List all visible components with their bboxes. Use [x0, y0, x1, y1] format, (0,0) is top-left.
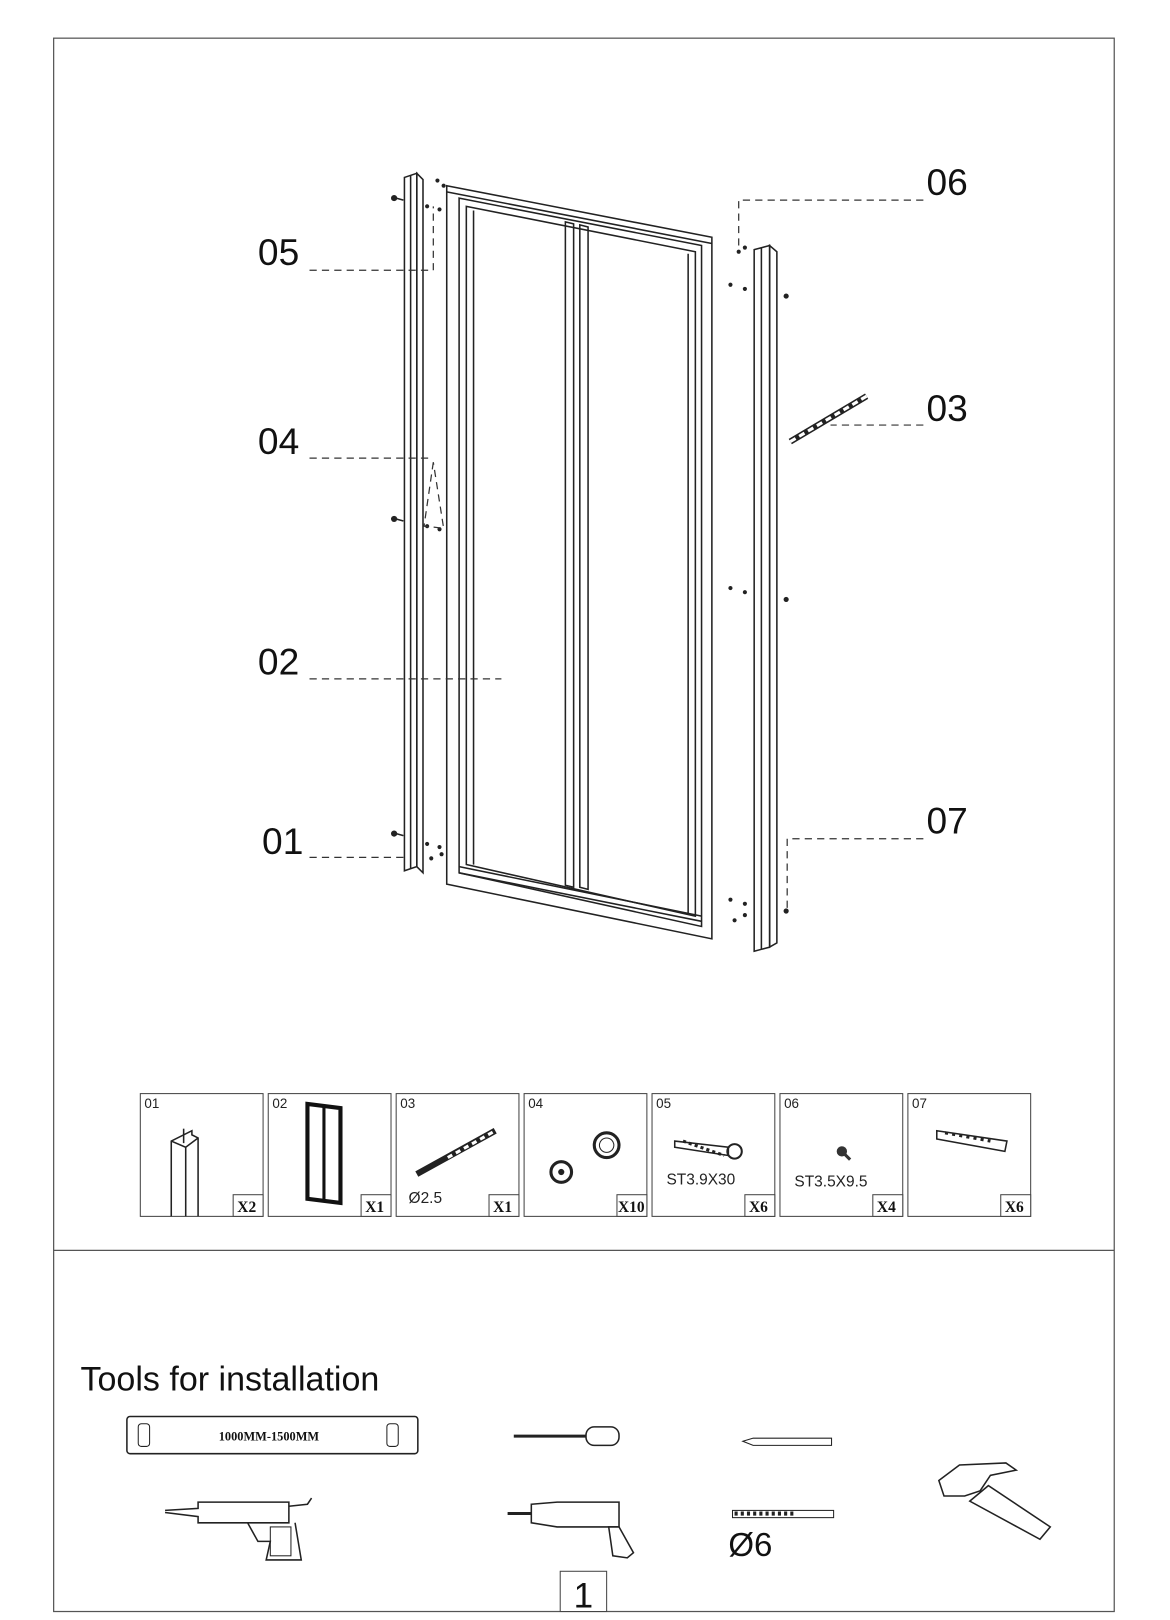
tools-title: Tools for installation: [80, 1361, 379, 1399]
small-screw-icon: [836, 1146, 852, 1161]
leader-07: [786, 838, 924, 908]
part-spec: Ø2.5: [409, 1190, 443, 1207]
part-cell: 02 X1: [267, 1093, 392, 1217]
left-wall-profile: [403, 171, 424, 875]
leader-06: [738, 199, 924, 246]
screw-icon: [673, 1139, 743, 1160]
part-quantity: X1: [493, 1199, 512, 1216]
part-number: 05: [656, 1096, 671, 1111]
callout-04: 04: [258, 420, 299, 462]
part-cell: 04 X10: [523, 1093, 648, 1217]
wall-profile-icon: [170, 1128, 199, 1217]
part-number: 02: [272, 1096, 287, 1111]
part-number: 04: [528, 1096, 543, 1111]
parts-list: 01 X2 02 X1 03 Ø2.5 X1 04 X10: [139, 1093, 1032, 1217]
part-quantity: X2: [237, 1199, 256, 1216]
part-cell: 05 ST3.9X30 X6: [651, 1093, 776, 1217]
door-panel: [445, 184, 713, 940]
part-number: 01: [144, 1096, 159, 1111]
cap-outline: [423, 462, 445, 529]
part-cell: 03 Ø2.5 X1: [395, 1093, 520, 1217]
power-drill-icon: [507, 1501, 635, 1559]
part-quantity: X4: [877, 1199, 896, 1216]
drill-bit-size: Ø6: [728, 1526, 772, 1563]
door-panel-icon: [305, 1101, 343, 1206]
part-cell: 07 X6: [907, 1093, 1032, 1217]
callout-01: 01: [262, 820, 303, 862]
leader-05: [309, 206, 434, 271]
callout-06: 06: [926, 161, 967, 203]
part-quantity: X6: [749, 1199, 768, 1216]
right-wall-profile: [753, 243, 778, 953]
cap-icon: [549, 1131, 621, 1184]
callout-07: 07: [926, 800, 967, 842]
callout-02: 02: [258, 641, 299, 683]
page-number-box: [559, 1570, 608, 1613]
screwdriver-icon: [513, 1426, 620, 1447]
part-spec: ST3.5X9.5: [794, 1173, 867, 1190]
part-quantity: X10: [618, 1199, 645, 1216]
caulking-gun-icon: [164, 1497, 313, 1561]
part-cell: 01 X2: [139, 1093, 264, 1217]
pencil-icon: [741, 1437, 833, 1446]
spirit-level-icon: 1000MM-1500MM: [126, 1415, 419, 1455]
callout-03: 03: [926, 387, 967, 429]
part-number: 06: [784, 1096, 799, 1111]
fasteners: [391, 178, 789, 923]
part-quantity: X6: [1005, 1199, 1024, 1216]
drill-bit-icon: [788, 393, 869, 445]
part-quantity: X1: [365, 1199, 384, 1216]
shower-door-exploded-view: [391, 171, 869, 953]
part-number: 03: [400, 1096, 415, 1111]
drill-bit-icon: [415, 1128, 497, 1177]
masonry-drill-bit-icon: [731, 1509, 835, 1519]
page-number: 1: [574, 1576, 594, 1615]
part-number: 07: [912, 1096, 927, 1111]
part-cell: 06 ST3.5X9.5 X4: [779, 1093, 904, 1217]
hammer-icon: [937, 1462, 1052, 1541]
part-spec: ST3.9X30: [666, 1171, 735, 1188]
callout-05: 05: [258, 231, 299, 273]
wall-plug-icon: [936, 1129, 1008, 1153]
level-size-label: 1000MM-1500MM: [219, 1429, 320, 1443]
